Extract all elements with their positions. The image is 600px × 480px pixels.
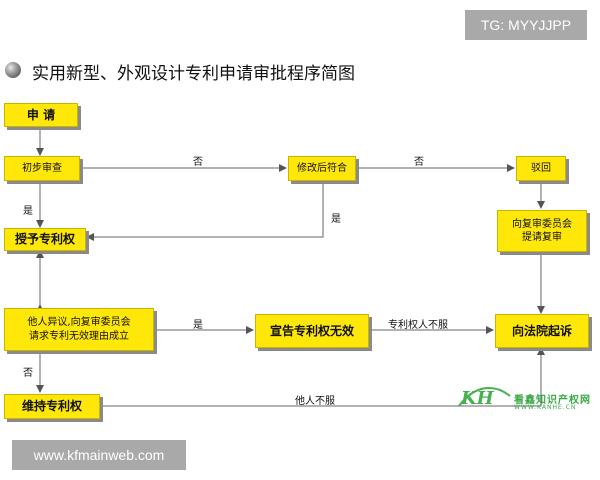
watermark-logo-text: KH xyxy=(460,388,495,409)
watermark-logo-icon: KH xyxy=(458,386,511,409)
title-bullet-icon xyxy=(5,62,21,78)
arrow-amend-to-grant xyxy=(86,181,324,241)
box-invalidate: 宣告专利权无效 xyxy=(255,314,369,348)
footer-url: www.kfmainweb.com xyxy=(12,440,186,470)
label-no-objection: 否 xyxy=(23,368,33,379)
box-amend-compliant: 修改后符合 xyxy=(288,156,356,181)
label-yes-prelim: 是 xyxy=(23,206,33,217)
arrow-maintain-to-court xyxy=(101,347,545,407)
label-no-prelim: 否 xyxy=(193,157,203,168)
watermark-name: 看鑫知识产权网 xyxy=(514,395,591,406)
label-other-disagree: 他人不服 xyxy=(295,396,335,407)
box-apply: 申 请 xyxy=(4,103,78,127)
box-request-review: 向复审委员会 提请复审 xyxy=(497,210,587,252)
box-reject: 驳回 xyxy=(516,156,566,181)
box-maintain-patent: 维持专利权 xyxy=(4,394,100,419)
label-owner-disagree: 专利权人不服 xyxy=(388,320,448,331)
box-prelim-review: 初步审查 xyxy=(4,156,80,181)
box-objection: 他人异议,向复审委员会 请求专利无效理由成立 xyxy=(4,308,154,351)
box-sue-court: 向法院起诉 xyxy=(495,314,589,348)
label-no-amend: 否 xyxy=(414,157,424,168)
watermark-url: WWW.KANHE.CN xyxy=(514,404,577,411)
label-yes-objection: 是 xyxy=(193,320,203,331)
tg-tag: TG: MYYJJPP xyxy=(465,10,587,40)
label-yes-amend: 是 xyxy=(331,214,341,225)
page-title: 实用新型、外观设计专利申请审批程序简图 xyxy=(32,64,355,84)
box-grant-patent: 授予专利权 xyxy=(4,228,86,251)
